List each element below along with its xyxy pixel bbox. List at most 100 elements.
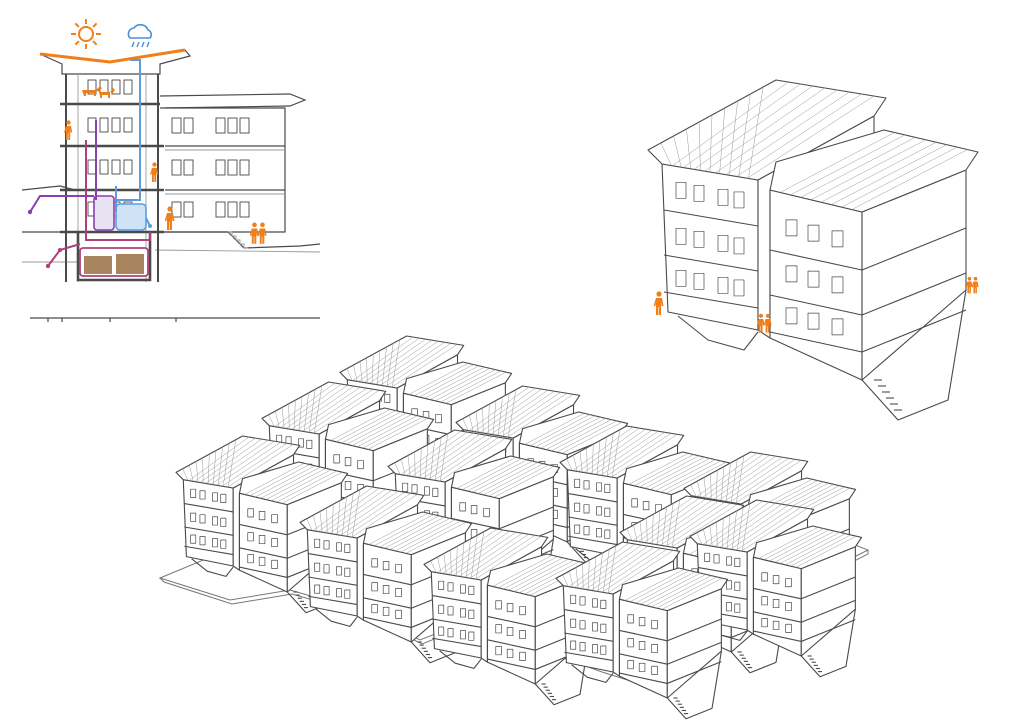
window — [726, 602, 732, 612]
rib — [693, 85, 813, 170]
window — [432, 487, 439, 497]
window — [704, 552, 711, 562]
rib — [724, 458, 789, 502]
rib — [244, 463, 305, 495]
band — [619, 618, 722, 642]
window — [190, 534, 197, 544]
band — [753, 619, 856, 642]
rib — [469, 415, 474, 432]
rib — [439, 438, 506, 482]
window — [123, 117, 133, 133]
rib — [424, 444, 429, 479]
band — [308, 576, 358, 586]
window — [215, 159, 226, 176]
rib — [445, 371, 507, 404]
window — [631, 498, 638, 508]
roof — [752, 525, 863, 570]
rib — [607, 550, 674, 594]
rib — [741, 508, 808, 552]
window — [733, 279, 745, 297]
window — [519, 651, 526, 661]
window — [382, 585, 390, 595]
rib — [707, 454, 770, 499]
rib — [561, 421, 623, 454]
rib — [483, 463, 544, 496]
rib — [413, 364, 474, 396]
rib — [401, 459, 406, 476]
rib — [654, 500, 719, 545]
rib — [485, 389, 549, 434]
person-icon — [966, 276, 973, 294]
window — [785, 265, 798, 283]
roof — [387, 429, 513, 483]
window — [215, 117, 226, 134]
rib — [769, 529, 830, 562]
rib — [363, 338, 426, 383]
rib — [468, 386, 530, 431]
rib — [260, 466, 321, 499]
window — [734, 581, 741, 591]
rib — [227, 444, 294, 488]
rib — [574, 543, 636, 588]
band — [769, 309, 967, 353]
window — [336, 566, 342, 576]
window — [807, 312, 820, 330]
rib — [384, 516, 445, 549]
rib — [573, 455, 578, 472]
roof — [175, 435, 301, 489]
window — [596, 506, 602, 516]
rib — [470, 535, 478, 579]
rib — [709, 114, 713, 173]
window — [627, 614, 634, 624]
band — [432, 595, 482, 605]
window — [247, 532, 254, 542]
rib — [429, 368, 490, 400]
roof — [324, 407, 435, 452]
rib — [216, 442, 281, 486]
window — [651, 620, 658, 630]
rib — [665, 503, 732, 547]
rib — [456, 457, 517, 489]
rib — [389, 518, 450, 550]
rib — [385, 343, 452, 387]
rib — [665, 461, 727, 494]
rib — [374, 340, 439, 385]
rib — [255, 465, 316, 498]
rib — [728, 100, 738, 176]
rib — [395, 519, 456, 552]
rib — [313, 515, 318, 532]
window — [111, 79, 121, 95]
rib — [562, 574, 569, 587]
roof — [618, 567, 729, 612]
window — [807, 270, 820, 288]
rib — [540, 416, 601, 449]
rib — [579, 544, 642, 589]
window — [123, 159, 133, 175]
rain-cloud-icon — [127, 23, 153, 48]
rib — [405, 521, 467, 554]
rib — [790, 534, 851, 567]
rib — [353, 365, 358, 382]
rib — [718, 456, 783, 501]
rib — [308, 389, 316, 433]
window — [183, 159, 194, 176]
window — [344, 457, 352, 467]
rib — [318, 487, 380, 532]
roof-ribs — [268, 382, 429, 450]
rib — [656, 510, 661, 545]
window — [592, 598, 598, 608]
window — [99, 79, 109, 95]
pipe-end-dots — [27, 209, 152, 269]
section-panel — [21, 19, 321, 322]
roof-ribs — [562, 542, 723, 610]
window — [99, 117, 109, 133]
roof — [647, 79, 887, 181]
sun-ray — [74, 22, 80, 28]
rib — [298, 396, 303, 431]
wall-front — [486, 584, 536, 685]
rib — [721, 518, 724, 548]
section-people — [64, 86, 267, 244]
window — [247, 508, 254, 518]
rib — [408, 363, 469, 395]
rib — [578, 427, 640, 472]
